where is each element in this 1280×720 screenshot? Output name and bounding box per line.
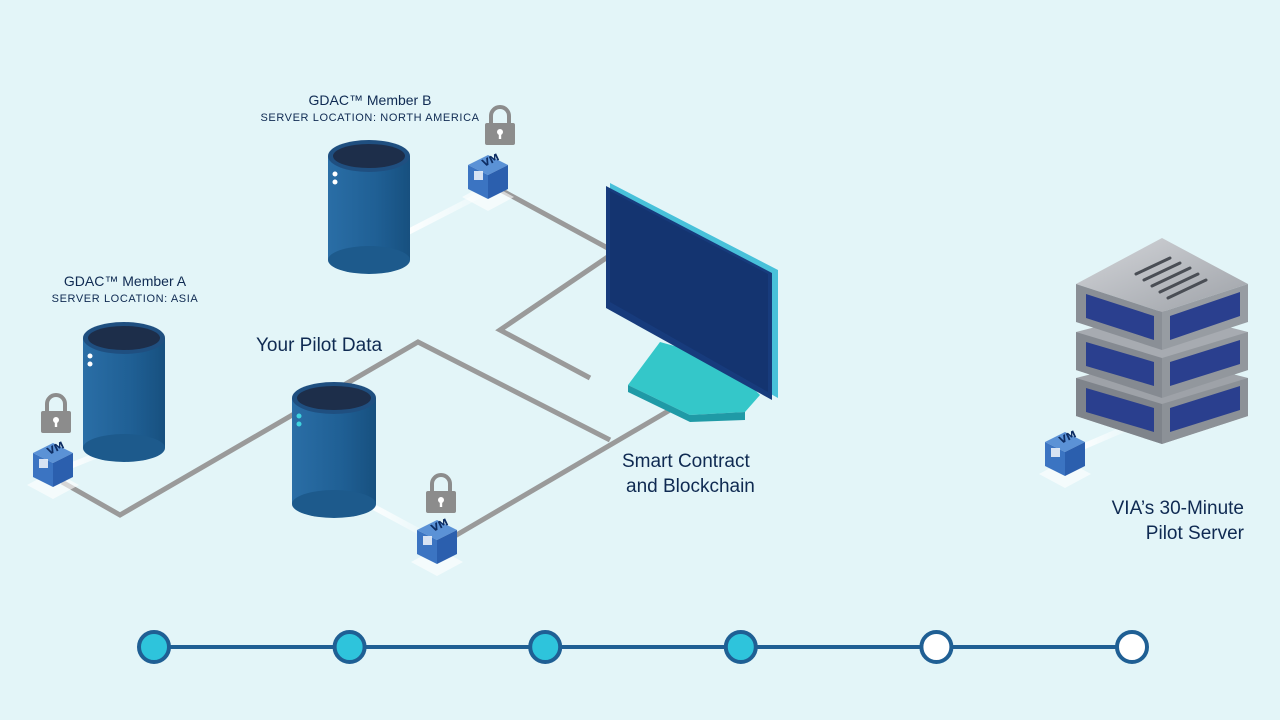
member-b-title: GDAC™ Member B <box>308 92 432 108</box>
connector-pilot-vm <box>446 407 672 543</box>
connector-member-b <box>495 185 620 381</box>
vm-icon: VM <box>462 152 514 211</box>
database-icon <box>292 382 376 518</box>
timeline-step-completed <box>137 630 171 664</box>
timeline-step-completed <box>528 630 563 664</box>
member-a-title: GDAC™ Member A <box>63 273 187 289</box>
connector-member-a <box>60 339 612 518</box>
timeline-step-pending <box>1115 630 1149 664</box>
smart-contract-line2: and Blockchain <box>626 476 755 497</box>
vm-icon: VM <box>27 440 79 499</box>
member-a-location: SERVER LOCATION: ASIA <box>51 293 199 305</box>
timeline-step-completed <box>723 630 758 664</box>
timeline <box>137 630 1149 664</box>
server-rack-icon <box>1076 238 1248 444</box>
pilot-server-label: VIA’s 30-Minute Pilot Server <box>1040 496 1244 546</box>
pilot-server-line1: VIA’s 30-Minute <box>1111 498 1244 519</box>
pilot-data-label: Your Pilot Data <box>256 335 383 356</box>
vm-icon: VM <box>1039 429 1091 488</box>
connector-lines <box>60 185 672 543</box>
timeline-step-completed <box>332 630 367 664</box>
member-a-label: GDAC™ Member A SERVER LOCATION: ASIA <box>25 273 225 305</box>
pilot-server-line2: Pilot Server <box>1145 523 1244 544</box>
database-icon <box>328 140 410 274</box>
member-b-label: GDAC™ Member B SERVER LOCATION: NORTH AM… <box>250 92 490 124</box>
lock-icon <box>41 393 71 433</box>
lock-icon <box>485 105 515 145</box>
vm-icon: VM <box>411 517 463 576</box>
smart-contract-line1: Smart Contract <box>622 451 750 472</box>
lock-icon <box>426 473 456 513</box>
smart-contract-label: Smart Contract and Blockchain <box>622 449 822 499</box>
monitor-icon <box>606 183 778 422</box>
member-b-location: SERVER LOCATION: NORTH AMERICA <box>260 112 480 124</box>
timeline-step-pending <box>919 630 954 664</box>
database-icon <box>83 322 165 462</box>
vm-links <box>67 192 1125 535</box>
